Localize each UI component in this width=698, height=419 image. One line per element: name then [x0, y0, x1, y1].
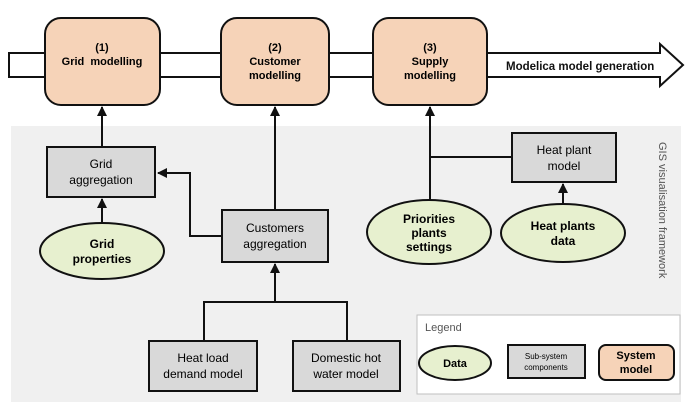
legend-data-swatch — [418, 345, 492, 381]
svg-text:Grid: Grid — [90, 157, 113, 171]
line-heat-load-to-junction — [203, 301, 275, 341]
svg-text:model: model — [548, 159, 581, 173]
system-model-label: modelling — [249, 70, 301, 82]
svg-text:Sub-system: Sub-system — [525, 352, 568, 361]
gis-framework-label: GIS visualisation framework — [656, 142, 668, 279]
svg-text:plants: plants — [411, 226, 447, 240]
component-grid-aggregation: Grid aggregation — [46, 146, 156, 198]
data-priorities-plants-settings: Priorities plants settings — [366, 199, 492, 265]
legend: Legend Data Sub-system components System… — [416, 314, 681, 395]
svg-text:aggregation: aggregation — [69, 173, 132, 187]
svg-text:water model: water model — [312, 367, 378, 381]
system-model-label: modelling — [404, 70, 456, 82]
svg-text:Domestic hot: Domestic hot — [311, 351, 382, 365]
legend-subsystem-swatch — [507, 344, 586, 379]
system-model-label: Supply — [412, 56, 450, 68]
system-model-grid-modelling: (1) Grid modelling — [44, 17, 161, 106]
svg-text:model: model — [620, 364, 652, 376]
data-heat-plants-data: Heat plants data — [500, 203, 626, 263]
svg-text:data: data — [551, 234, 576, 248]
system-model-number: (1) — [95, 42, 109, 54]
data-grid-properties: Grid properties — [39, 222, 165, 280]
connectors — [97, 106, 568, 341]
component-heat-load-demand-model: Heat load demand model — [148, 340, 258, 392]
svg-text:System: System — [616, 350, 655, 362]
legend-system-swatch — [598, 344, 675, 381]
svg-text:Priorities: Priorities — [403, 212, 455, 226]
arrow-customers-aggregation-to-grid-aggregation — [157, 168, 222, 237]
system-model-label: Grid modelling — [62, 56, 143, 68]
arrow-label: Modelica model generation — [506, 61, 654, 73]
system-model-number: (3) — [423, 42, 437, 54]
legend-data-label: Data — [443, 358, 468, 370]
svg-text:demand model: demand model — [163, 367, 242, 381]
svg-text:aggregation: aggregation — [243, 237, 306, 251]
svg-text:Heat plant: Heat plant — [537, 143, 592, 157]
svg-text:Heat plants: Heat plants — [531, 219, 596, 233]
svg-text:Grid: Grid — [90, 237, 115, 251]
component-heat-plant-model: Heat plant model — [511, 132, 617, 183]
svg-text:Heat load: Heat load — [177, 351, 228, 365]
svg-text:properties: properties — [73, 252, 132, 266]
legend-title: Legend — [425, 322, 462, 334]
system-model-supply-modelling: (3) Supply modelling — [372, 17, 488, 106]
system-model-number: (2) — [268, 42, 282, 54]
system-model-label: Customer — [249, 56, 301, 68]
svg-text:settings: settings — [406, 240, 452, 254]
line-domestic-hot-water-to-junction — [275, 301, 348, 341]
svg-text:components: components — [524, 363, 568, 372]
component-customers-aggregation: Customers aggregation — [221, 209, 329, 263]
svg-text:Customers: Customers — [246, 221, 304, 235]
system-model-customer-modelling: (2) Customer modelling — [220, 17, 330, 106]
component-domestic-hot-water-model: Domestic hot water model — [292, 340, 401, 392]
